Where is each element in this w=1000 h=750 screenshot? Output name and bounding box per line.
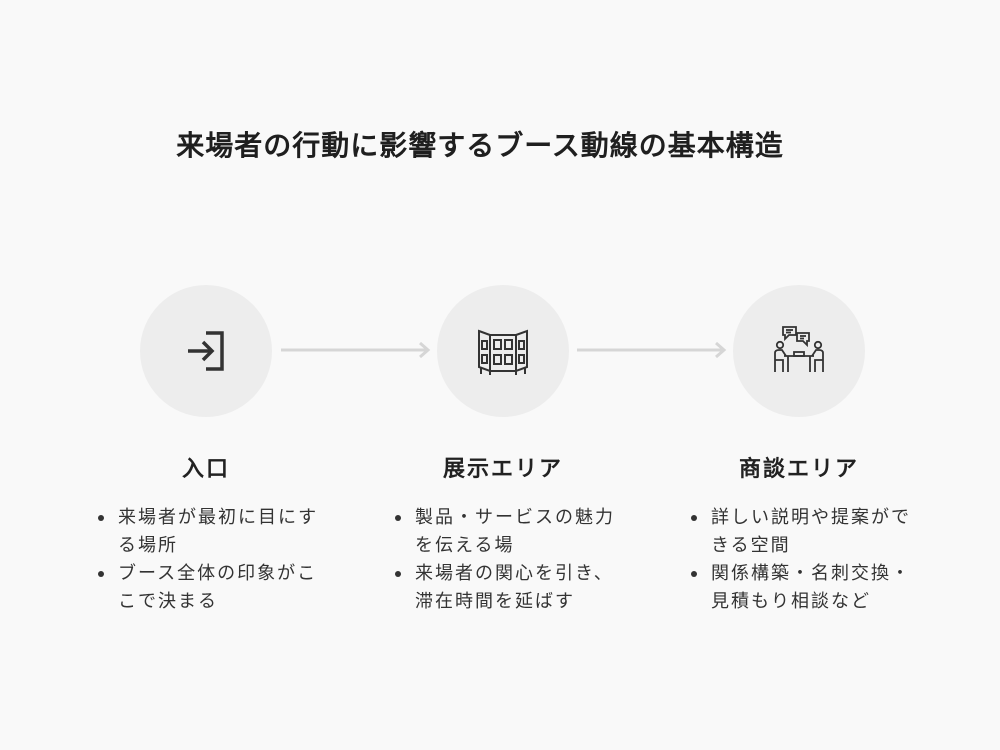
bullet-item: 製品・サービスの魅力を伝える場 <box>391 504 631 560</box>
entrance-icon <box>188 331 224 371</box>
stage-circle <box>437 285 569 417</box>
bullet-item: ブース全体の印象がここで決まる <box>94 560 334 616</box>
meeting-icon <box>774 326 824 372</box>
stage-circle <box>140 285 272 417</box>
stage-title: 展示エリア <box>442 457 563 482</box>
stage-circle <box>733 285 865 417</box>
stage-bullets: 製品・サービスの魅力を伝える場 来場者の関心を引き、滞在時間を延ばす <box>391 504 631 616</box>
flow-arrow <box>281 342 431 358</box>
stage-title: 入口 <box>181 457 230 482</box>
stage-bullets: 来場者が最初に目にする場所 ブース全体の印象がここで決まる <box>94 504 334 616</box>
bullet-item: 詳しい説明や提案ができる空間 <box>687 504 927 560</box>
flow-arrow <box>577 342 727 358</box>
exhibit-panels-icon <box>478 329 528 375</box>
bullet-item: 来場者が最初に目にする場所 <box>94 504 334 560</box>
bullet-item: 関係構築・名刺交換・見積もり相談など <box>687 560 927 616</box>
stage-title: 商談エリア <box>738 457 859 482</box>
diagram-title: 来場者の行動に影響するブース動線の基本構造 <box>176 129 784 162</box>
bullet-item: 来場者の関心を引き、滞在時間を延ばす <box>391 560 631 616</box>
stage-bullets: 詳しい説明や提案ができる空間 関係構築・名刺交換・見積もり相談など <box>687 504 927 616</box>
